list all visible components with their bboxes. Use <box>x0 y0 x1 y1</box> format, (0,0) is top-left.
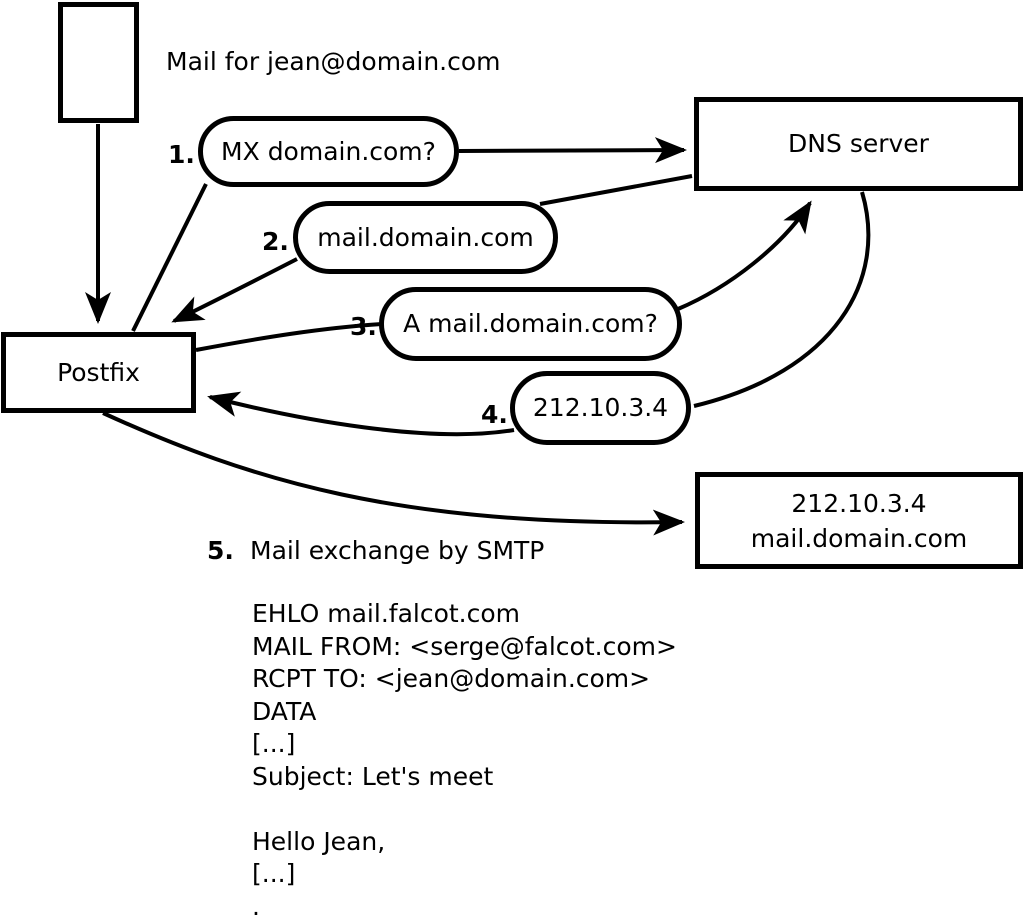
step3-number: 3. <box>350 312 377 341</box>
step4-answer-text: 212.10.3.4 <box>532 393 669 423</box>
step1-query-text: MX domain.com? <box>221 136 436 166</box>
mail-message-box <box>58 2 139 123</box>
line-dns-to-answer2 <box>539 174 693 206</box>
diagram-title: Mail for jean@domain.com <box>166 47 501 76</box>
smtp-session-text: EHLO mail.falcot.com MAIL FROM: <serge@f… <box>252 599 677 919</box>
step2-number: 2. <box>262 227 289 256</box>
postfix-box: Postfix <box>1 332 196 413</box>
mail-server-ip: 212.10.3.4 <box>791 488 927 518</box>
step5-number: 5. <box>207 536 234 565</box>
step1-number: 1. <box>168 140 195 169</box>
step4-number: 4. <box>481 400 508 429</box>
step2-answer-pill: mail.domain.com <box>293 201 558 274</box>
step3-query-text: A mail.domain.com? <box>403 309 658 339</box>
postfix-label: Postfix <box>57 357 140 387</box>
line-postfix-to-query3 <box>195 322 383 352</box>
arrow-query3-to-dns <box>677 200 812 311</box>
step1-query-pill: MX domain.com? <box>198 116 459 187</box>
arrow-answer2-to-postfix <box>171 257 298 323</box>
line-postfix-to-query1 <box>131 183 208 332</box>
step5-label: Mail exchange by SMTP <box>250 536 545 565</box>
step2-answer-text: mail.domain.com <box>317 222 534 252</box>
arrow-postfix-to-mailserver <box>102 411 685 536</box>
step3-query-pill: A mail.domain.com? <box>379 287 682 361</box>
dns-server-box: DNS server <box>694 97 1023 191</box>
step4-answer-pill: 212.10.3.4 <box>510 371 691 445</box>
dns-server-label: DNS server <box>788 129 929 159</box>
arrow-query1-to-dns <box>458 137 687 164</box>
mail-server-hostname: mail.domain.com <box>750 523 968 553</box>
arrow-answer4-to-postfix <box>207 391 515 437</box>
line-dns-to-answer4 <box>693 191 871 408</box>
mail-server-box: 212.10.3.4 mail.domain.com <box>695 472 1023 569</box>
